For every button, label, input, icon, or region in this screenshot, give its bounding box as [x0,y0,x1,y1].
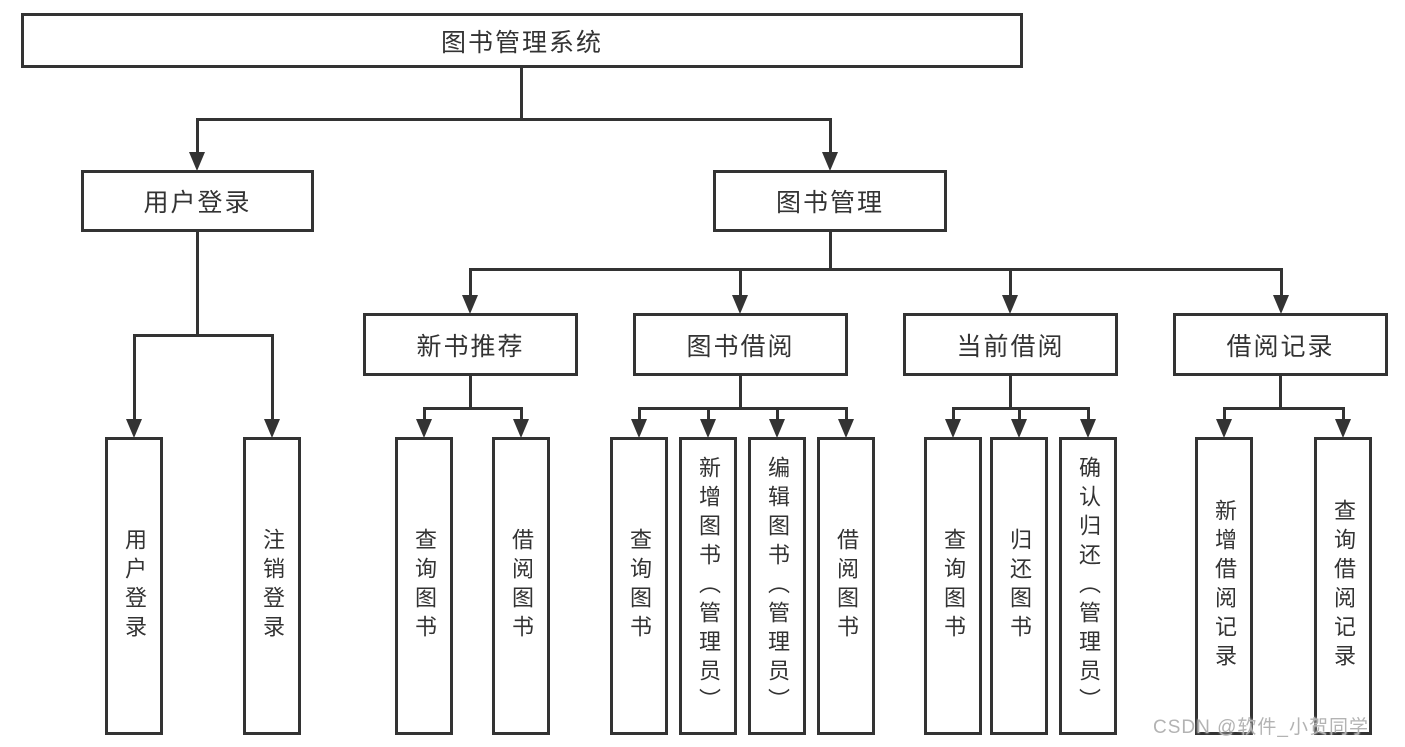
leaf-br-add-record: 新增借阅记录 [1195,437,1253,735]
leaf-bb-borrow-books: 借阅图书 [817,437,875,735]
arrowhead-to-cb-confirm [1080,419,1096,438]
connector-borrowing-records-stem [1279,376,1282,410]
arrowhead-to-nb-borrow [513,419,529,438]
arrowhead-to-bb-borrow [838,419,854,438]
leaf-logout: 注销登录 [243,437,301,735]
leaf-nb-query-books: 查询图书 [395,437,453,735]
node-new-book-recommend: 新书推荐 [363,313,578,376]
connector-to-nb-borrow [520,407,523,421]
arrowhead-to-new-book-recommend [462,295,478,314]
leaf-br-query-record: 查询借阅记录 [1314,437,1372,735]
connector-to-br-add [1223,407,1226,421]
csdn-watermark: CSDN @软件_小贺同学 [1153,717,1369,738]
leaf-bb-edit-books-admin-label: 编辑图书（管理员） [765,455,790,717]
leaf-nb-borrow-books: 借阅图书 [492,437,550,735]
connector-to-bb-add [707,407,710,421]
connector-to-current-borrowing [1009,268,1012,297]
leaf-cb-query-books: 查询图书 [924,437,982,735]
leaf-cb-confirm-return-admin-label: 确认归还（管理员） [1076,455,1101,717]
node-book-management: 图书管理 [713,170,947,232]
arrowhead-to-borrowing-records [1273,295,1289,314]
connector-to-book-borrowing [739,268,742,297]
arrowhead-to-leaf-logout [264,419,280,438]
leaf-logout-label: 注销登录 [260,528,285,644]
connector-to-bb-edit [776,407,779,421]
arrowhead-to-cb-return [1011,419,1027,438]
leaf-bb-add-books-admin: 新增图书（管理员） [679,437,737,735]
connector-new-book-recommend-stem [469,376,472,410]
arrowhead-to-bb-add [700,419,716,438]
node-borrowing-records: 借阅记录 [1173,313,1388,376]
leaf-cb-return-books: 归还图书 [990,437,1048,735]
leaf-bb-query-books: 查询图书 [610,437,668,735]
connector-to-cb-query [952,407,955,421]
leaf-bb-edit-books-admin: 编辑图书（管理员） [748,437,806,735]
node-book-borrowing: 图书借阅 [633,313,848,376]
arrowhead-to-user-login [189,152,205,171]
connector-to-bb-query [638,407,641,421]
leaf-cb-confirm-return-admin: 确认归还（管理员） [1059,437,1117,735]
leaf-bb-add-books-admin-label: 新增图书（管理员） [696,455,721,717]
arrowhead-to-bb-edit [769,419,785,438]
connector-root-split [196,118,832,121]
connector-book-borrowing-split [638,407,848,410]
connector-to-new-book-recommend [469,268,472,297]
connector-to-bb-borrow [845,407,848,421]
arrowhead-to-book-borrowing [732,295,748,314]
connector-book-borrowing-stem [739,376,742,410]
arrowhead-to-br-query [1335,419,1351,438]
leaf-nb-query-books-label: 查询图书 [412,528,437,644]
connector-root-to-user-login [196,118,199,154]
arrowhead-to-bb-query [631,419,647,438]
leaf-br-add-record-label: 新增借阅记录 [1212,499,1237,673]
connector-to-nb-query [423,407,426,421]
connector-book-management-stem [829,232,832,271]
leaf-br-query-record-label: 查询借阅记录 [1331,499,1356,673]
connector-to-leaf-logout [271,334,274,419]
leaf-bb-borrow-books-label: 借阅图书 [834,528,859,644]
connector-book-management-split [469,268,1283,271]
connector-borrowing-records-split [1223,407,1345,410]
leaf-cb-query-books-label: 查询图书 [941,528,966,644]
connector-current-borrowing-stem [1009,376,1012,410]
arrowhead-to-br-add [1216,419,1232,438]
connector-user-login-split [133,334,274,337]
node-user-login: 用户登录 [81,170,314,232]
node-library-management-system: 图书管理系统 [21,13,1023,68]
connector-root-stem [520,68,523,121]
arrowhead-to-nb-query [416,419,432,438]
connector-root-to-book-management [829,118,832,154]
leaf-nb-borrow-books-label: 借阅图书 [509,528,534,644]
connector-to-borrowing-records [1280,268,1283,297]
connector-to-cb-confirm [1087,407,1090,421]
node-current-borrowing: 当前借阅 [903,313,1118,376]
connector-new-book-recommend-split [423,407,523,410]
arrowhead-to-cb-query [945,419,961,438]
arrowhead-to-current-borrowing [1002,295,1018,314]
arrowhead-to-book-management [822,152,838,171]
connector-user-login-stem [196,232,199,336]
leaf-user-login-label: 用户登录 [122,528,147,644]
connector-to-cb-return [1018,407,1021,421]
connector-current-borrowing-split [952,407,1090,410]
leaf-user-login: 用户登录 [105,437,163,735]
leaf-bb-query-books-label: 查询图书 [627,528,652,644]
leaf-cb-return-books-label: 归还图书 [1007,528,1032,644]
connector-to-leaf-user-login [133,334,136,419]
connector-to-br-query [1342,407,1345,421]
arrowhead-to-leaf-user-login [126,419,142,438]
